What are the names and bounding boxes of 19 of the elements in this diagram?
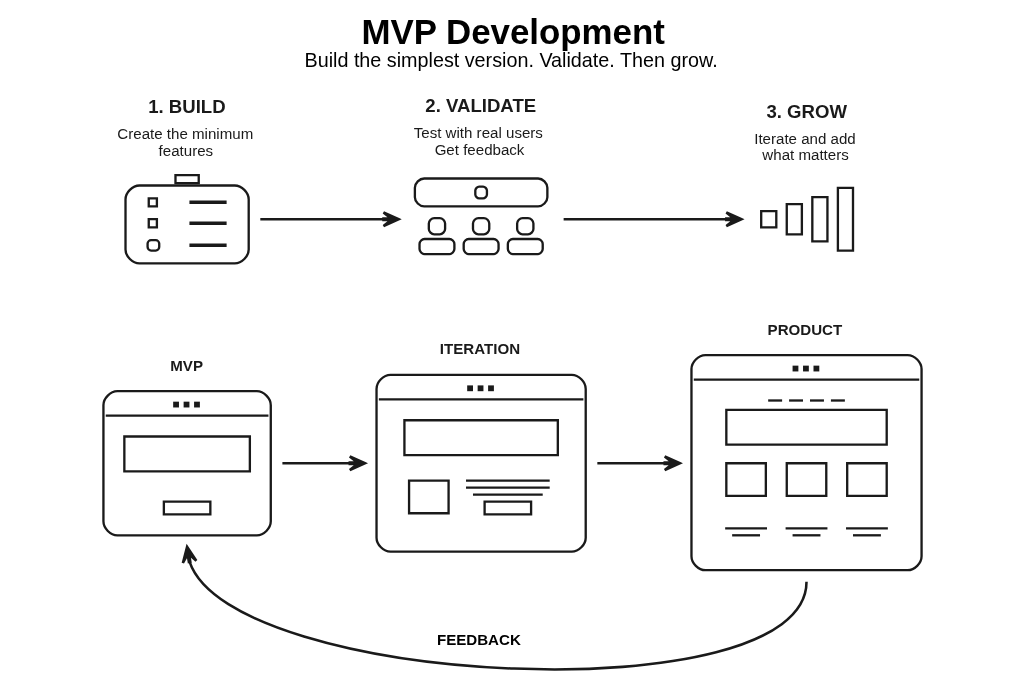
diagram-title: MVP Development — [360, 12, 665, 52]
node-label: 2. VALIDATE — [424, 95, 536, 117]
node-label: MVP — [169, 356, 203, 374]
arrow — [563, 211, 743, 228]
node-box — [374, 373, 587, 553]
arrow — [181, 545, 808, 671]
arrow — [259, 211, 400, 228]
node-label: Test with real users Get feedback — [413, 124, 543, 158]
node-label: ITERATION — [439, 340, 520, 358]
node-label: Iterate and add what matters — [753, 130, 856, 164]
node-label: 1. BUILD — [147, 96, 226, 118]
node-box — [689, 354, 923, 572]
node-label: 3. GROW — [765, 100, 847, 122]
arrow — [596, 455, 681, 472]
node-label: PRODUCT — [767, 320, 842, 338]
node-label: Create the minimum features — [116, 125, 253, 159]
edge-label: FEEDBACK — [436, 631, 521, 649]
arrow — [281, 455, 366, 472]
node-box — [101, 390, 272, 537]
